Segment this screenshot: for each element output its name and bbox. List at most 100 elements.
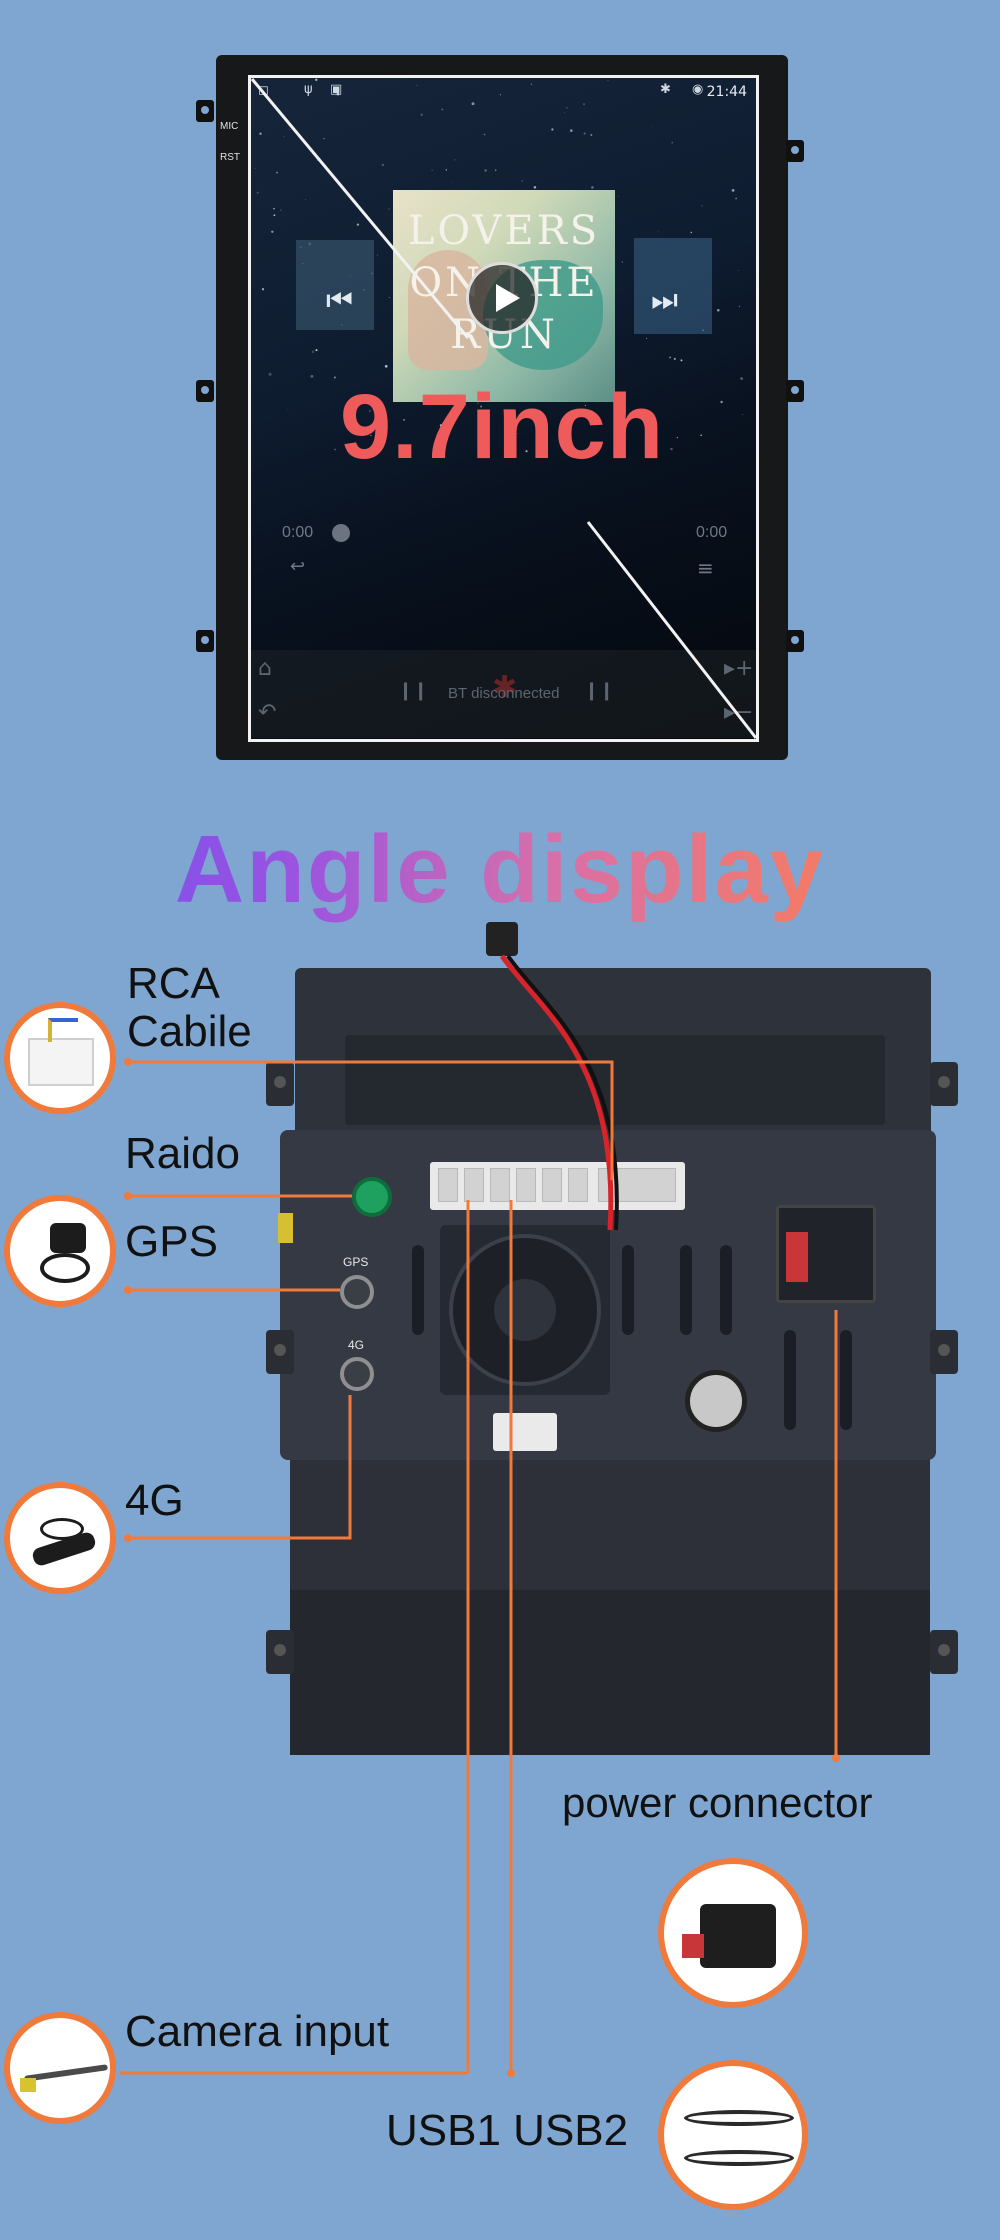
mount-ear	[266, 1062, 294, 1106]
usb-icon: ψ	[304, 82, 313, 97]
mic-label: MIC	[220, 121, 239, 132]
bt-prev-icon[interactable]: ❙❙	[398, 680, 429, 701]
bt-next-icon[interactable]: ❙❙	[584, 680, 615, 701]
gps-port-label: GPS	[343, 1255, 369, 1269]
next-album-art[interactable]	[634, 238, 712, 334]
mount-ear	[930, 1330, 958, 1374]
star	[388, 297, 390, 298]
star	[590, 134, 593, 136]
star	[273, 214, 276, 217]
mount-tab	[786, 630, 804, 652]
star	[454, 159, 456, 161]
star	[737, 270, 739, 271]
diagonal-indicator	[250, 78, 758, 739]
previous-album-art[interactable]	[296, 240, 374, 330]
4g-port	[340, 1357, 374, 1391]
star	[315, 78, 318, 81]
star	[584, 404, 586, 406]
angle-display-heading: Angle display	[0, 815, 1000, 925]
star	[735, 197, 737, 200]
star	[431, 169, 433, 171]
prev-icon[interactable]: ⏮	[326, 283, 353, 318]
star	[671, 142, 673, 144]
power-connector-label: power connector	[562, 1779, 873, 1826]
star	[521, 180, 524, 182]
star	[271, 230, 274, 233]
star	[287, 409, 288, 411]
album-art: LOVERS ON THE RUN	[393, 190, 615, 402]
mount-ear	[930, 1062, 958, 1106]
location-icon: ◉	[692, 82, 704, 97]
battery-label	[685, 1370, 747, 1432]
seek-thumb[interactable]	[332, 524, 350, 542]
star	[276, 171, 278, 174]
mount-tab	[196, 380, 214, 402]
star	[259, 132, 262, 135]
chassis-recess	[345, 1035, 885, 1125]
star	[533, 186, 537, 189]
home-icon[interactable]: ⌂	[258, 656, 272, 681]
elapsed-time: 0:00	[282, 524, 314, 541]
bluetooth-icon: ✱	[660, 82, 671, 97]
usb-label: USB1 USB2	[386, 2106, 629, 2155]
mount-ear	[266, 1330, 294, 1374]
bottom-bar	[251, 650, 756, 738]
star	[445, 169, 447, 171]
star	[525, 450, 528, 453]
star	[268, 372, 272, 376]
4g-label: 4G	[125, 1476, 184, 1525]
rca-label-line1: RCA	[127, 959, 220, 1008]
power-connector-photo	[658, 1858, 808, 2008]
star	[388, 208, 390, 210]
bt-status: BT disconnected	[448, 685, 560, 702]
mount-tab	[196, 630, 214, 652]
vent-slot	[622, 1245, 634, 1335]
vent-slot	[720, 1245, 732, 1335]
star	[471, 102, 475, 106]
star	[480, 441, 484, 444]
star	[566, 107, 568, 109]
star	[480, 405, 483, 408]
star	[551, 128, 554, 131]
star	[583, 132, 586, 135]
star	[420, 113, 423, 116]
gps-antenna-photo	[4, 1195, 116, 1307]
screen-outline	[248, 75, 759, 742]
star	[621, 261, 623, 263]
star	[369, 410, 371, 412]
star	[669, 356, 672, 359]
rca-label-line2: Cabile	[127, 1007, 252, 1056]
star	[336, 92, 340, 96]
star	[384, 364, 388, 368]
vent-slot	[840, 1330, 852, 1430]
rst-label: RST	[220, 152, 240, 163]
star	[657, 231, 659, 233]
back-icon[interactable]: ↶	[258, 700, 277, 725]
repeat-icon[interactable]: ↩	[290, 556, 306, 577]
star	[720, 400, 723, 404]
star	[517, 432, 519, 434]
star	[740, 377, 744, 380]
star	[701, 205, 703, 207]
rca-cable-photo	[4, 1002, 116, 1114]
usb-cable-photo	[658, 2060, 808, 2210]
star	[289, 129, 291, 131]
volume-up-icon[interactable]: ▸+	[724, 656, 754, 681]
star	[256, 191, 259, 194]
star	[450, 182, 452, 184]
camera-input-label: Camera input	[125, 2007, 390, 2056]
album-title-line: LOVERS	[407, 208, 601, 254]
star	[403, 418, 406, 421]
star	[484, 169, 487, 172]
play-icon[interactable]	[466, 262, 538, 334]
star	[333, 376, 336, 379]
mount-ear	[930, 1630, 958, 1674]
star	[670, 447, 673, 451]
star	[334, 448, 336, 451]
star	[333, 88, 335, 90]
next-icon[interactable]: ⏭	[651, 283, 678, 318]
bluetooth-logo-icon: ✱	[492, 670, 518, 705]
star	[607, 80, 609, 82]
playlist-icon[interactable]: ≡	[697, 556, 714, 580]
